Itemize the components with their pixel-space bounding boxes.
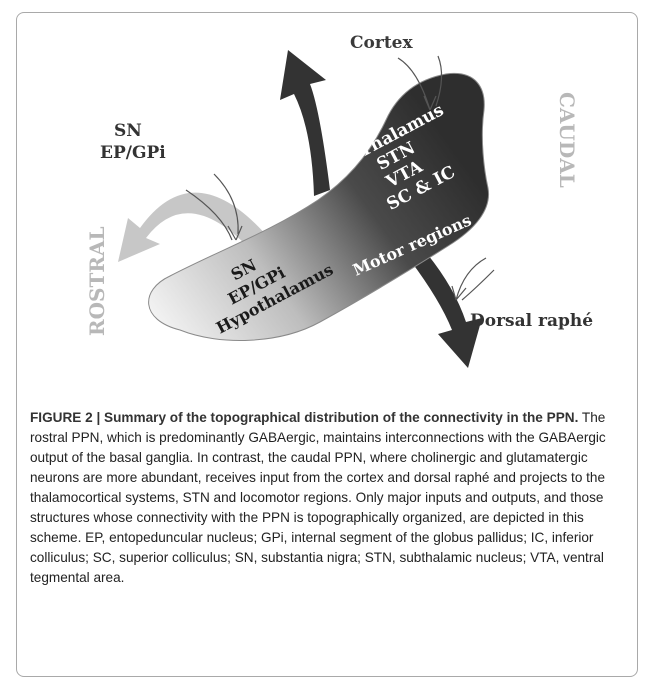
rostral-output-arrow [118,192,274,262]
raphe-input-arrow [451,257,495,301]
figure-title: FIGURE 2 | Summary of the topographical … [30,410,579,425]
input-sn-label: SN [114,121,142,141]
rostral-label: ROSTRAL [85,226,109,336]
figure-caption: FIGURE 2 | Summary of the topographical … [30,408,630,588]
thalamus-output-arrow [280,50,330,196]
motor-output-arrow [410,250,482,368]
dorsal-raphe-label: Dorsal raphé [470,311,593,331]
input-epgpi-label: EP/GPi [100,143,166,163]
cortex-label: Cortex [350,33,413,53]
ppn-body [148,72,490,341]
ppn-diagram: Cortex CAUDAL ROSTRAL SN EP/GPi Dorsal r… [85,33,593,368]
sn-input-arrow [185,173,243,241]
figure-body: The rostral PPN, which is predominantly … [30,410,606,585]
figure-frame [16,12,638,677]
cortex-input-arrow [397,55,443,111]
caudal-label: CAUDAL [555,92,579,188]
